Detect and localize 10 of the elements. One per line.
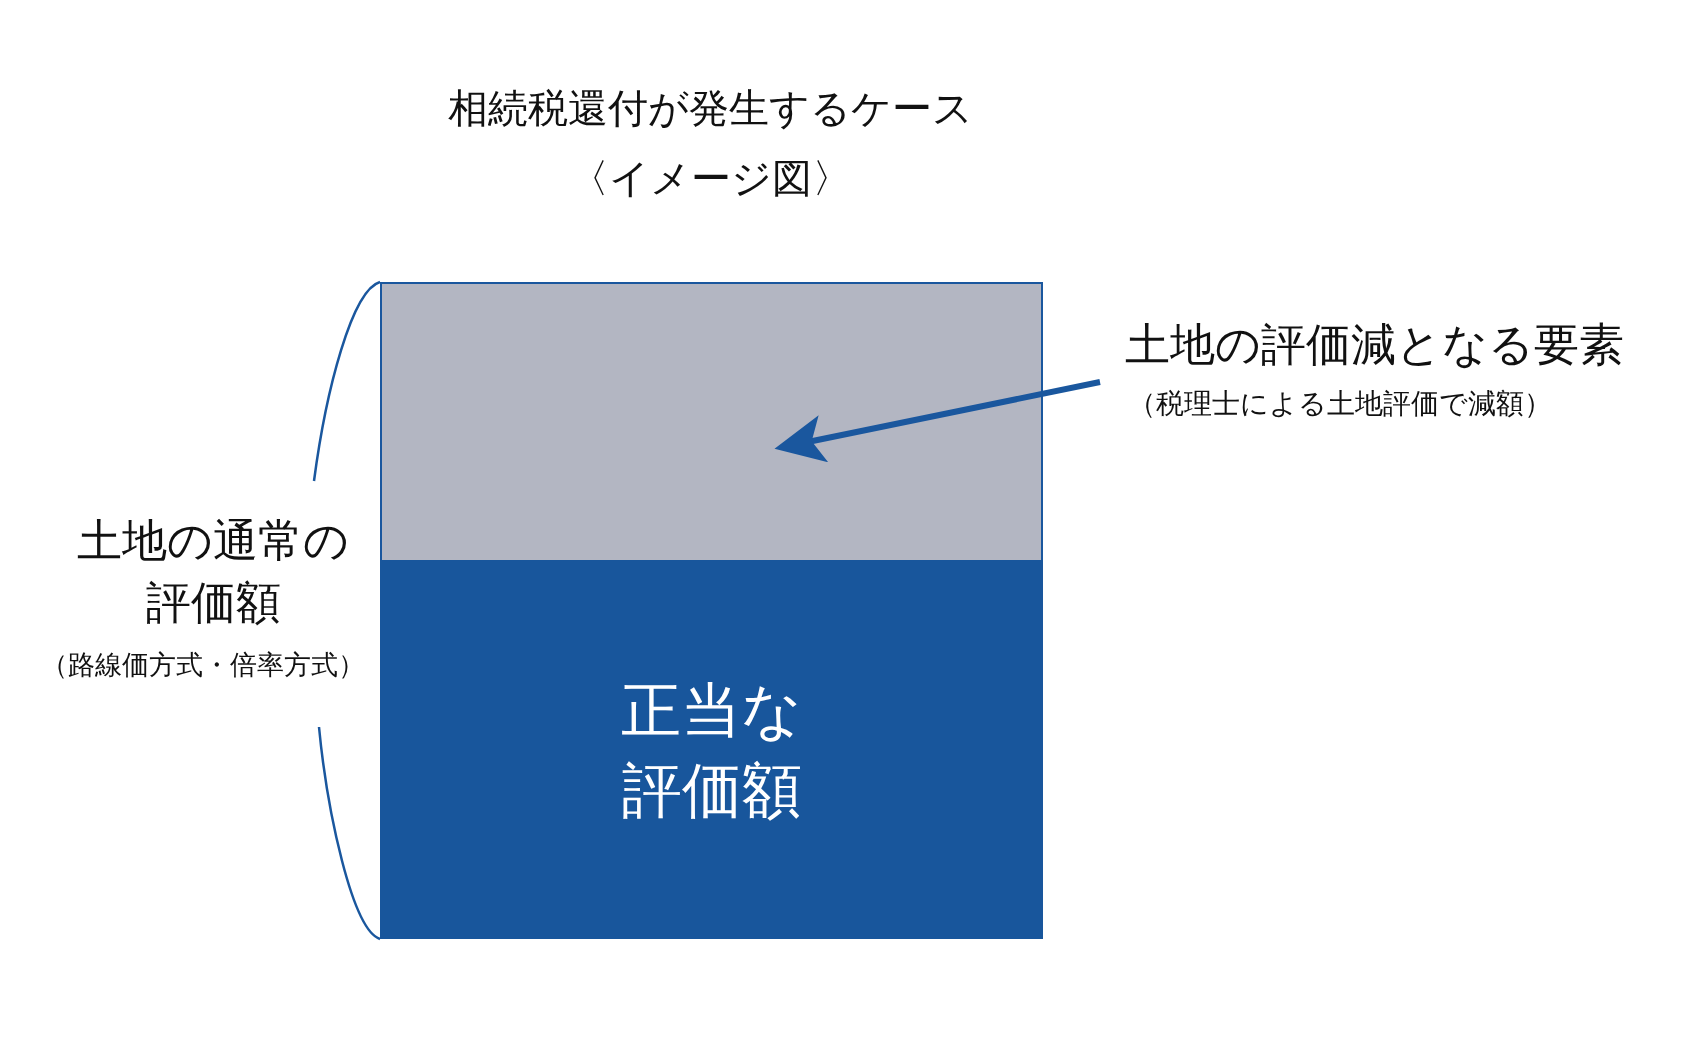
annotation-note: （税理士による土地評価で減額）	[1128, 386, 1552, 422]
leader-arrow	[774, 379, 1101, 463]
title: 相続税還付が発生するケース	[446, 84, 974, 132]
bar-segment	[380, 560, 1043, 939]
subtitle: 〈イメージ図〉	[567, 154, 853, 202]
annotation-heading: 土地の評価減となる要素	[1125, 318, 1624, 372]
segment-label: 正当な評価額	[620, 673, 803, 827]
bracket-label: 土地の通常の評価額	[76, 513, 350, 631]
bracket-note: （路線価方式・倍率方式）	[41, 648, 365, 682]
bar-segment	[380, 282, 1043, 560]
